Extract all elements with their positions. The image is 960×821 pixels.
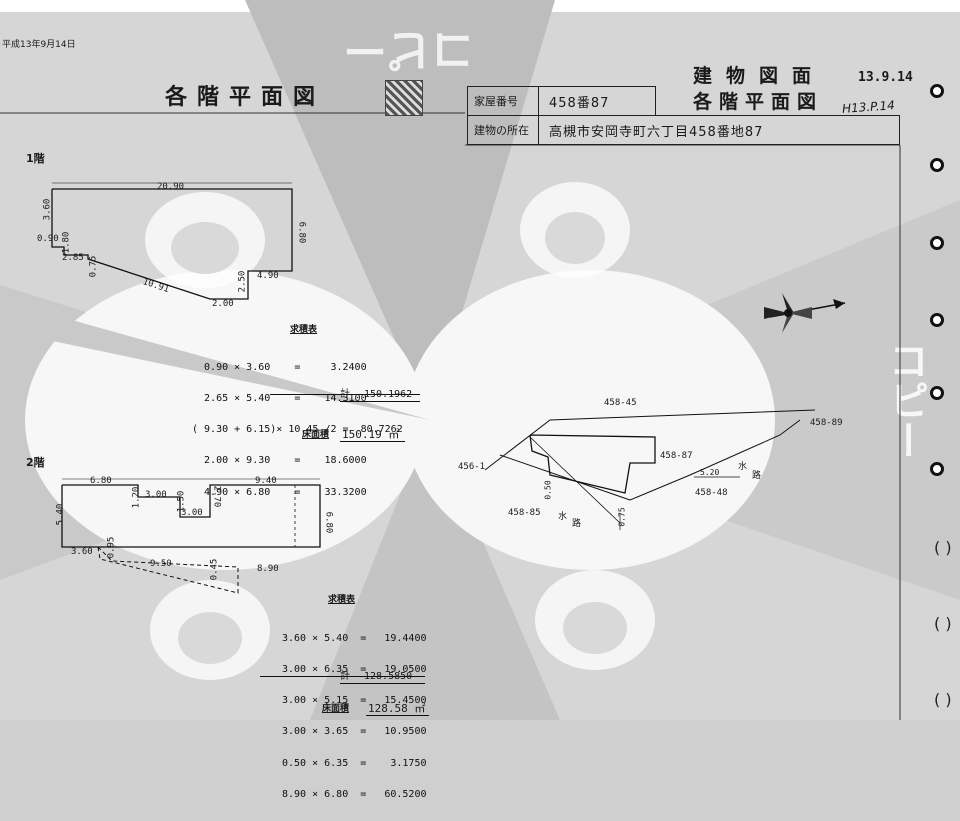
- binder-hole: [930, 158, 944, 172]
- floor1-label: 1階: [26, 152, 45, 165]
- lot-label: 458-85: [508, 508, 541, 518]
- house-number-label: 家屋番号: [474, 95, 518, 108]
- binder-hole: [930, 462, 944, 476]
- floor2-dim: 3.60: [71, 547, 93, 557]
- floor2-calc-row: 0.50 × 6.35 = 3.1750: [282, 757, 427, 769]
- floor1-calc-row: 4.90 × 6.80 = 33.3200: [192, 486, 367, 498]
- floor2-dim: 6.80: [323, 511, 334, 534]
- floor1-area-value: 150.19 ㎡: [340, 429, 406, 442]
- security-background: コピー コピー: [0, 0, 960, 720]
- floor1-dim: 20.90: [157, 182, 185, 192]
- margin-mark: ( ): [934, 690, 952, 709]
- floor1-area-label: 床面積: [302, 430, 330, 440]
- floor1-dim: 0.90: [37, 234, 59, 244]
- floor2-dim: 3.00: [145, 490, 167, 500]
- binder-hole: [930, 386, 944, 400]
- floor2-area-label: 床面積: [322, 704, 350, 714]
- house-number-value: 458番87: [549, 95, 610, 111]
- right-title-building: 建物図面: [693, 65, 826, 87]
- floor1-dim: 0.75: [88, 255, 99, 278]
- lot-label: 458-45: [604, 398, 637, 408]
- floor2-calc-title: 求積表: [328, 595, 356, 605]
- floor2-dim: 0.45: [209, 558, 220, 581]
- document-page: コピー コピー 平成13年9月14日 各階平面図 家屋番号 458番87 建物の…: [0, 0, 960, 800]
- site-dim: 0.75: [617, 507, 627, 527]
- margin-mark: ( ): [934, 538, 952, 557]
- location-label-cell: 建物の所在: [467, 115, 539, 145]
- site-dim: 0.50: [543, 480, 553, 500]
- floor1-dim: 2.00: [212, 299, 234, 309]
- floor2-dim: 0.95: [106, 536, 117, 559]
- floor1-calc-row: 2.00 × 9.30 = 18.6000: [192, 455, 367, 467]
- floor2-calc-row: 3.00 × 5.15 = 15.4500: [282, 695, 427, 707]
- floor2-plan: [61, 478, 321, 594]
- margin-mark: ( ): [934, 614, 952, 633]
- binder-hole: [930, 313, 944, 327]
- north-arrow-icon: [764, 293, 846, 333]
- site-dim: 5.20: [700, 468, 720, 477]
- location-cell: 高槻市安岡寺町六丁目458番地87: [538, 115, 900, 145]
- floor2-calc-total: 128.5850: [364, 671, 413, 682]
- floor1-dim: 3.60: [42, 198, 53, 221]
- lot-label: 456-1: [458, 462, 486, 472]
- binder-hole: [930, 236, 944, 250]
- waterway-label: 水: [558, 512, 568, 522]
- handwritten-note: H13.P.14: [841, 98, 896, 116]
- floor2-dim: 6.80: [90, 476, 112, 486]
- floor1-calc-rule: [340, 401, 420, 402]
- floor2-calc-row: 3.60 × 5.40 = 19.4400: [282, 632, 427, 644]
- waterway-label: 路: [572, 519, 582, 529]
- floor1-calc-row: 2.65 × 5.40 = 14.3100: [192, 393, 367, 405]
- waterway-label: 路: [752, 471, 762, 481]
- qr-stamp: [385, 80, 423, 116]
- floor2-calc-rule: [340, 683, 425, 684]
- floor1-dim: 1.80: [61, 231, 72, 254]
- document-date: 平成13年9月14日: [2, 40, 76, 50]
- floor2-dim: 3.00: [181, 508, 203, 518]
- location-value: 高槻市安岡寺町六丁目458番地87: [549, 124, 764, 140]
- floor1-dim: 6.80: [296, 221, 307, 244]
- floor2-calc-row: 3.00 × 3.65 = 10.9500: [282, 726, 427, 738]
- page-title: 各階平面図: [165, 84, 326, 110]
- floor2-dim: 8.90: [257, 564, 279, 574]
- lot-label: 458-87: [660, 451, 693, 461]
- floor1-calc-row: 0.90 × 3.60 = 3.2400: [192, 361, 367, 373]
- floor2-dim: 1.20: [131, 486, 142, 509]
- lot-label: 458-48: [695, 488, 728, 498]
- floor1-calc-title: 求積表: [290, 325, 318, 335]
- watermark-top: コピー: [343, 24, 475, 75]
- floor1-dim: 2.85: [62, 253, 84, 263]
- waterway-label: 水: [738, 462, 748, 472]
- floor2-calc-row: 8.90 × 6.80 = 60.5200: [282, 788, 427, 800]
- floor2-calc-table: 3.60 × 5.40 = 19.4400 3.00 × 6.35 = 19.0…: [282, 613, 427, 821]
- floor1-calc-table: 0.90 × 3.60 = 3.2400 2.65 × 5.40 = 14.31…: [192, 342, 403, 519]
- house-number-cell: 458番87: [538, 86, 656, 116]
- floor2-label: 2階: [26, 456, 45, 469]
- site-plan: [484, 409, 816, 530]
- house-number-label-cell: 家屋番号: [467, 86, 539, 116]
- floor2-dim: 2.70: [211, 485, 222, 508]
- floor2-dim: 9.40: [255, 476, 277, 486]
- floor1-calc-total: 150.1962: [364, 389, 413, 400]
- floor1-calc-total-label: 計: [340, 389, 350, 400]
- floor1-dim: 2.50: [237, 270, 248, 293]
- binder-hole: [930, 84, 944, 98]
- stamp-date: 13.9.14: [858, 70, 913, 85]
- floor1-calc-row: ( 9.30 + 6.15)× 10.45 /2 = 80.7262: [192, 424, 403, 436]
- floor2-dim: 5.40: [55, 503, 66, 526]
- location-label: 建物の所在: [474, 124, 529, 137]
- floor1-dim: 4.90: [257, 271, 279, 281]
- floor1-calc-rule: [270, 394, 420, 395]
- floor2-calc-rule: [260, 676, 425, 677]
- lot-label: 458-89: [810, 418, 843, 428]
- floor2-area-value: 128.58 ㎡: [366, 703, 430, 716]
- floor2-calc-total-label: 計: [340, 671, 350, 682]
- floor2-calc-row: 3.00 × 6.35 = 19.0500: [282, 664, 427, 676]
- right-title-floorplan: 各階平面図: [693, 91, 824, 113]
- floor2-dim: 9.50: [150, 559, 172, 569]
- floor1-plan: [51, 182, 293, 300]
- watermark-right: コピー: [882, 340, 928, 460]
